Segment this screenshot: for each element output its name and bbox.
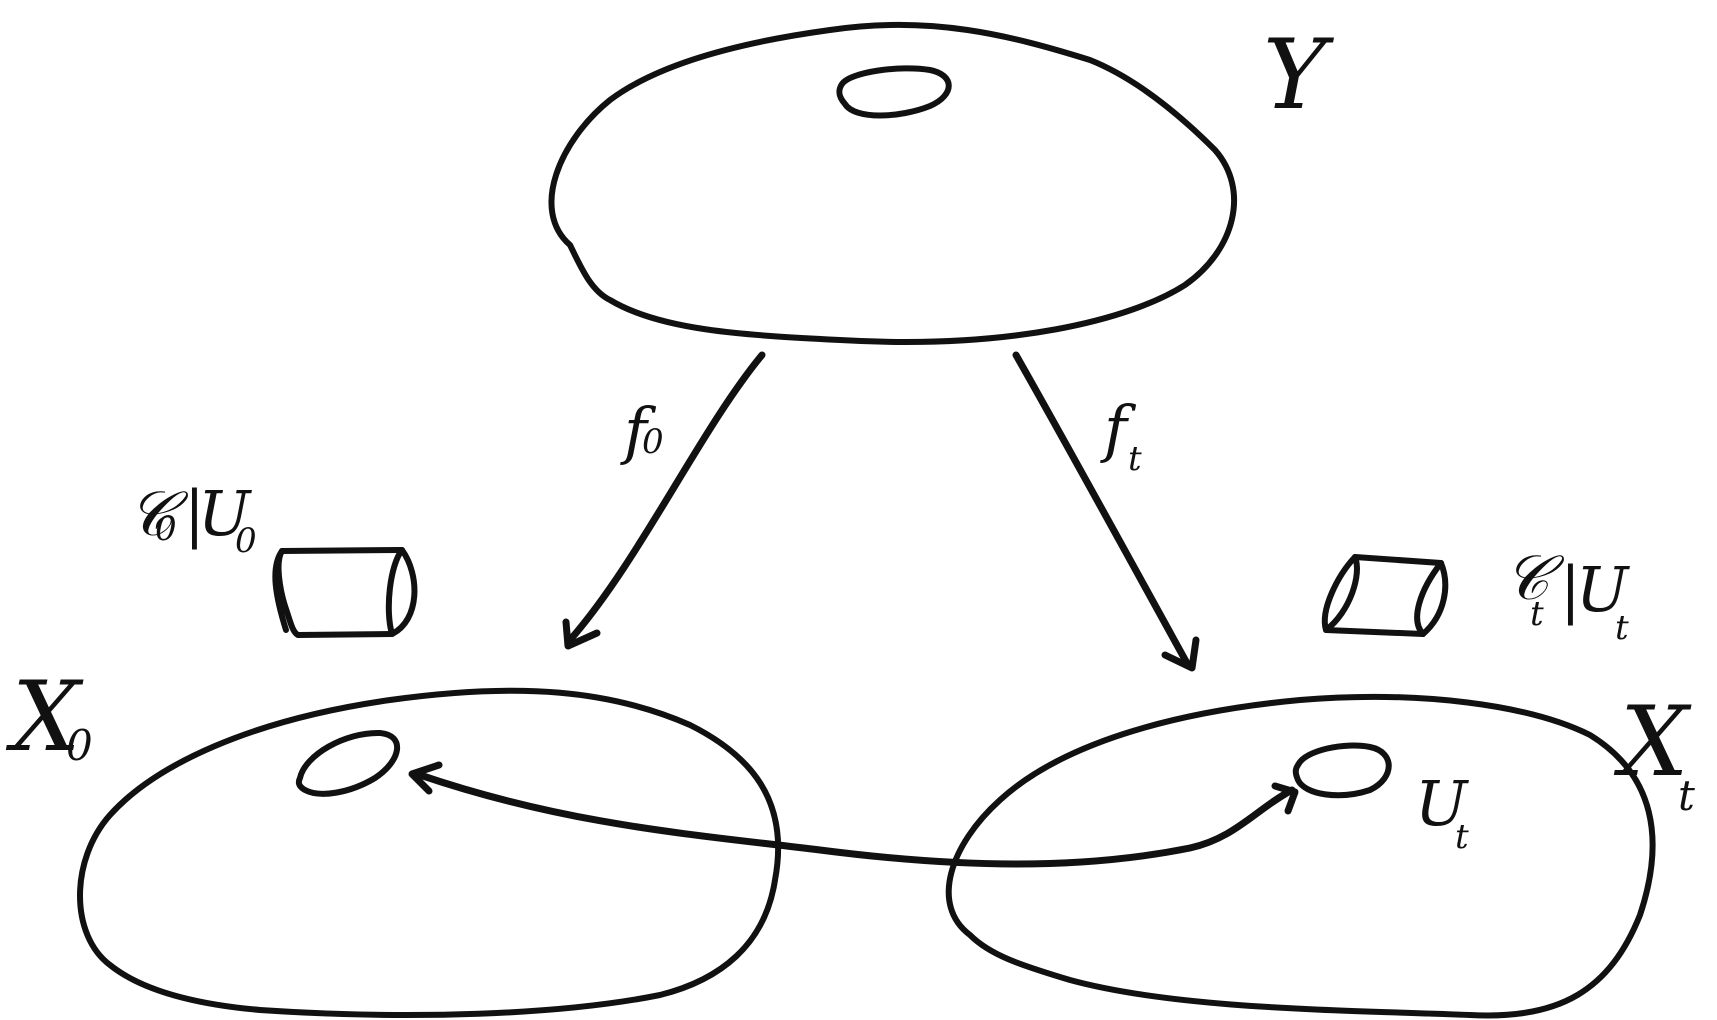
label-Et-U: U — [1576, 553, 1630, 626]
arrow-f0-head — [562, 618, 601, 650]
label-E0-U: U — [198, 477, 252, 550]
label-Ut-sub: t — [1455, 817, 1469, 857]
label-Et-sub2: t — [1615, 608, 1629, 648]
hole-Xt — [1292, 742, 1392, 799]
ellipse-Xt — [945, 693, 1656, 1019]
arrow-ft-head — [1161, 636, 1200, 672]
label-Ut-main: U — [1415, 767, 1469, 840]
gluing-arrow — [416, 771, 1296, 868]
hole-X0 — [295, 729, 400, 797]
gluing-arrow-head-right — [1271, 782, 1299, 815]
label-Et-bar: | — [1560, 553, 1581, 626]
ellipse-X0 — [77, 687, 782, 1018]
label-f0-sub: 0 — [642, 422, 664, 462]
arrow-ft — [1012, 351, 1192, 669]
hole-Y — [836, 65, 952, 119]
label-X0-sub: 0 — [66, 721, 93, 770]
label-E0-bar: | — [184, 477, 205, 550]
label-E0-sub1: 0 — [155, 509, 177, 549]
label-E0-sub2: 0 — [235, 521, 257, 561]
label-ft-sub: t — [1128, 439, 1142, 479]
label-Et-sub1: t — [1530, 594, 1544, 634]
ellipse-Y — [548, 21, 1238, 345]
arrow-f0 — [566, 351, 766, 644]
label-Xt-main: X — [1613, 686, 1692, 798]
label-Y: Y — [1263, 19, 1335, 131]
label-Xt-sub: t — [1678, 771, 1695, 820]
cylinder-icon-left — [272, 547, 418, 638]
gluing-arrow-head-left — [408, 761, 443, 795]
label-X0-main: X — [5, 661, 84, 773]
cylinder-icon-right — [1321, 554, 1449, 637]
